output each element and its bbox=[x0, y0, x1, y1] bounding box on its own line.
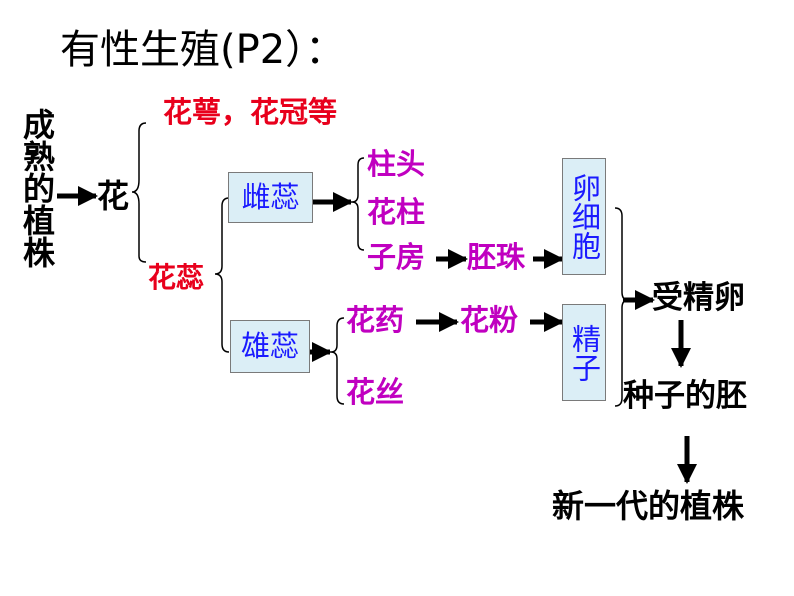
box-sperm: 精子 bbox=[562, 304, 606, 401]
node-filament: 花丝 bbox=[346, 375, 405, 409]
box-egg: 卵细胞 bbox=[562, 158, 606, 275]
brace-pistil bbox=[351, 157, 365, 251]
node-flower: 花 bbox=[97, 177, 130, 215]
node-stigma: 柱头 bbox=[367, 147, 426, 181]
node-style: 花柱 bbox=[367, 195, 426, 229]
node-stamen-pistil: 花蕊 bbox=[148, 261, 205, 294]
node-anther: 花药 bbox=[346, 303, 405, 337]
node-pollen: 花粉 bbox=[460, 303, 519, 337]
box-stamen: 雄蕊 bbox=[230, 320, 310, 373]
brace-stamen bbox=[330, 317, 345, 405]
box-pistil: 雌蕊 bbox=[228, 172, 313, 223]
node-pistil: 雌蕊 bbox=[241, 180, 300, 214]
page-title: 有性生殖(P2）： bbox=[60, 27, 346, 73]
node-egg: 卵细胞 bbox=[567, 173, 602, 260]
node-zygote: 受精卵 bbox=[652, 280, 745, 316]
brace-flower bbox=[131, 122, 147, 263]
node-stamen: 雄蕊 bbox=[240, 329, 299, 363]
node-sperm: 精子 bbox=[567, 323, 602, 382]
node-ovule: 胚珠 bbox=[467, 240, 526, 274]
node-embryo: 种子的胚 bbox=[623, 378, 747, 414]
brace-fertilization bbox=[614, 207, 629, 407]
node-plant: 成熟的植株 bbox=[18, 108, 56, 268]
node-new-plant: 新一代的植株 bbox=[552, 487, 745, 525]
node-sepal-petal: 花萼，花冠等 bbox=[163, 95, 338, 129]
node-ovary: 子房 bbox=[367, 240, 426, 274]
brace-stamen-pistil bbox=[214, 197, 230, 353]
